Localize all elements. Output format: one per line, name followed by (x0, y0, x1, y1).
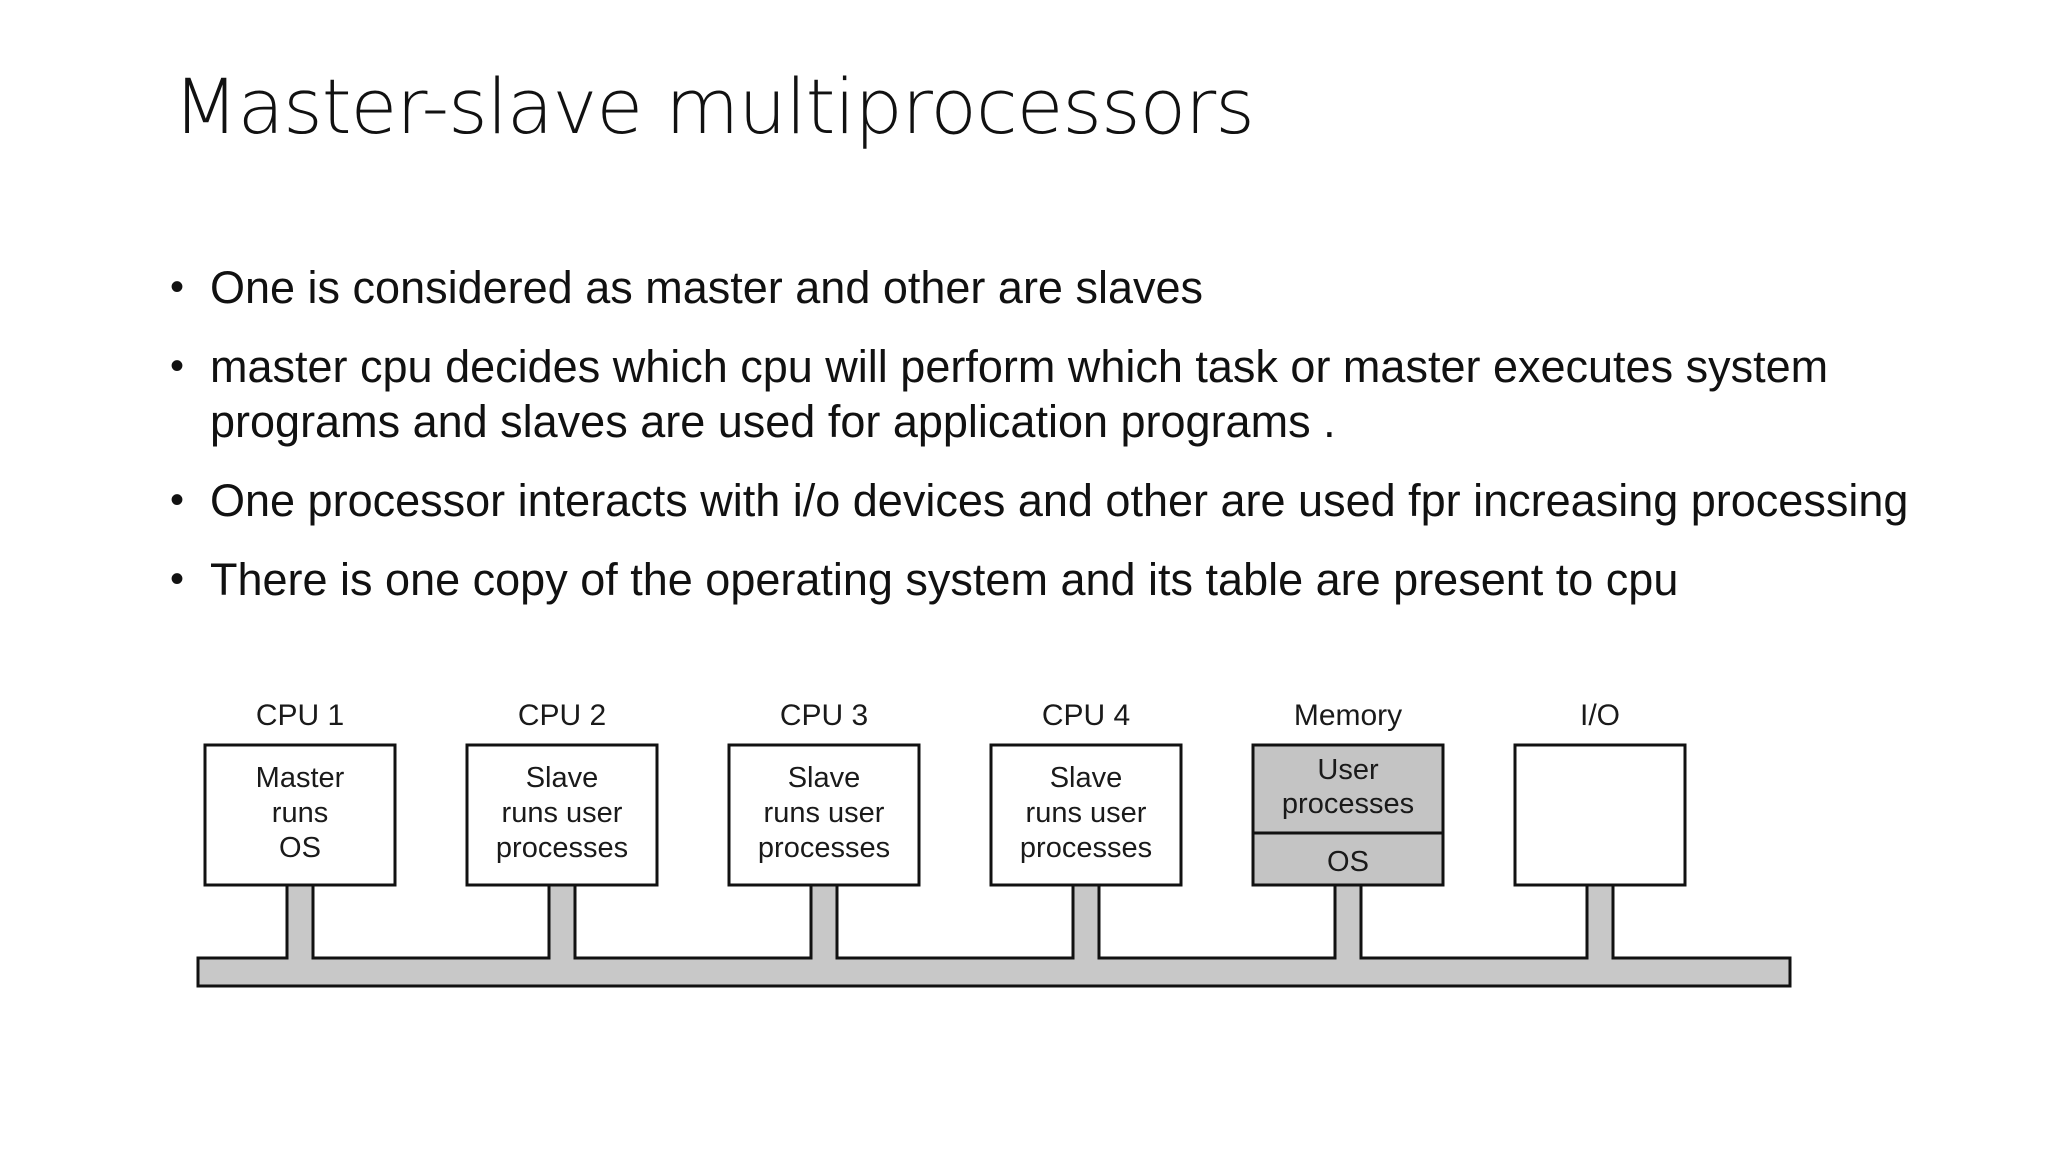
cpu-box-text: runs (272, 797, 328, 829)
bullet-item: • One is considered as master and other … (170, 260, 1960, 315)
bullet-icon: • (170, 557, 185, 601)
cpu-box-text: processes (1020, 832, 1152, 864)
bus-connector (549, 885, 575, 961)
cpu-box (727, 743, 921, 887)
cpu-box (989, 743, 1183, 887)
bus-connector (811, 885, 837, 961)
bus-connector (1073, 885, 1099, 961)
bullet-text: There is one copy of the operating syste… (210, 554, 1679, 605)
cpu-box-text: Slave (526, 762, 599, 794)
bullet-icon: • (170, 265, 185, 309)
bus-connector (1335, 885, 1361, 961)
bullet-text: One is considered as master and other ar… (210, 262, 1204, 313)
cpu-box-text: runs user (764, 797, 885, 829)
bullet-icon: • (170, 478, 185, 522)
unit-label: I/O (1580, 699, 1620, 732)
cpu-box-text: processes (496, 832, 628, 864)
cpu-box (465, 743, 659, 887)
memory-text: processes (1282, 788, 1414, 820)
cpu-box-text: Slave (788, 762, 861, 794)
system-bus (196, 956, 1792, 988)
unit-label: CPU 2 (518, 699, 606, 732)
bullet-icon: • (170, 344, 185, 388)
bullet-item: • There is one copy of the operating sys… (170, 552, 1960, 607)
cpu-box-text: Slave (1050, 762, 1123, 794)
cpu-box-text: runs user (502, 797, 623, 829)
io-box (1513, 743, 1687, 887)
cpu-box (203, 743, 397, 887)
memory-box (1251, 743, 1445, 887)
unit-label: CPU 3 (780, 699, 868, 732)
cpu-box-text: processes (758, 832, 890, 864)
unit-label: CPU 4 (1042, 699, 1130, 732)
cpu-box-text: OS (279, 832, 321, 864)
memory-text: OS (1327, 846, 1369, 878)
bullet-item: • One processor interacts with i/o devic… (170, 473, 1960, 528)
bullet-item: • master cpu decides which cpu will perf… (170, 339, 1960, 449)
cpu-box-text: Master (256, 762, 345, 794)
slide-title: Master-slave multiprocessors (173, 62, 1255, 151)
unit-label: Memory (1294, 699, 1402, 732)
bus-connector (287, 885, 313, 961)
memory-text: User (1317, 754, 1379, 786)
unit-label: CPU 1 (256, 699, 344, 732)
cpu-box-text: runs user (1026, 797, 1147, 829)
bullet-text: One processor interacts with i/o devices… (210, 475, 1909, 526)
bullet-text: master cpu decides which cpu will perfor… (210, 341, 1829, 447)
bus-connector (1587, 885, 1613, 961)
bullet-list: • One is considered as master and other … (170, 260, 1960, 631)
